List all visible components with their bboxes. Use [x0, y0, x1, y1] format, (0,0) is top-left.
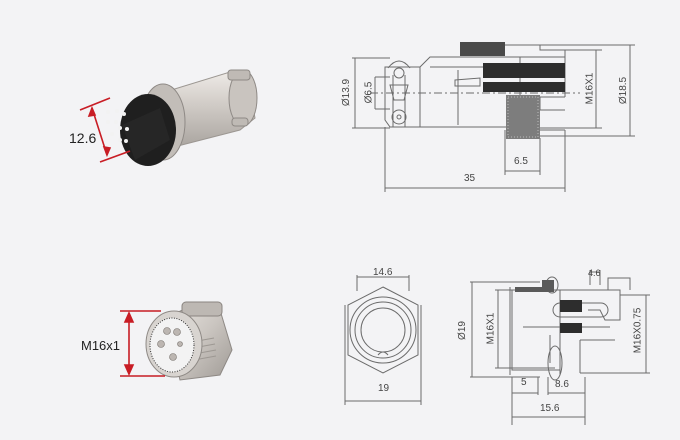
socket-dimension-label: M16x1 [81, 338, 121, 353]
dim-front-length: 5 [521, 377, 527, 388]
dim-total-length: 35 [464, 173, 476, 184]
plug-side-drawing [352, 42, 635, 192]
plug-photo [79, 69, 258, 166]
plug-dimension-label: 12.6 [69, 130, 97, 146]
dim-outer-diameter: Ø18.5 [618, 76, 630, 105]
dim-cable-diameter: Ø6.5 [363, 81, 375, 104]
socket-photo-panel: M16x1 [60, 280, 280, 400]
socket-front-drawing-panel: 14.6 19 [340, 265, 440, 410]
plug-drawing-panel: Ø13.9 Ø6.5 M16X1 Ø18.5 6.5 35 [330, 30, 650, 200]
dim-thread-body: M16X1 [485, 312, 497, 345]
dim-rear-length: 8.6 [555, 379, 569, 390]
dim-thread: M16X1 [584, 72, 596, 105]
dim-body-diameter: Ø13.9 [341, 78, 353, 107]
dim-inner-width: 14.6 [373, 267, 393, 278]
dim-total-length: 15.6 [540, 403, 560, 414]
dim-tail-width: 4.6 [588, 268, 601, 278]
socket-side-drawing [470, 270, 650, 425]
plug-photo-panel: 12.6 [60, 50, 280, 200]
socket-front-drawing [344, 275, 422, 405]
socket-photo [120, 301, 233, 381]
socket-side-drawing-panel: Ø19 M16X1 4.6 M16X0.75 5 8.6 15.6 [456, 265, 660, 425]
dim-thread-fine: M16X0.75 [632, 307, 644, 354]
dim-outer-width: 19 [378, 383, 390, 394]
dim-nut-width: 6.5 [514, 156, 528, 167]
dim-flange-diameter: Ø19 [456, 321, 468, 340]
